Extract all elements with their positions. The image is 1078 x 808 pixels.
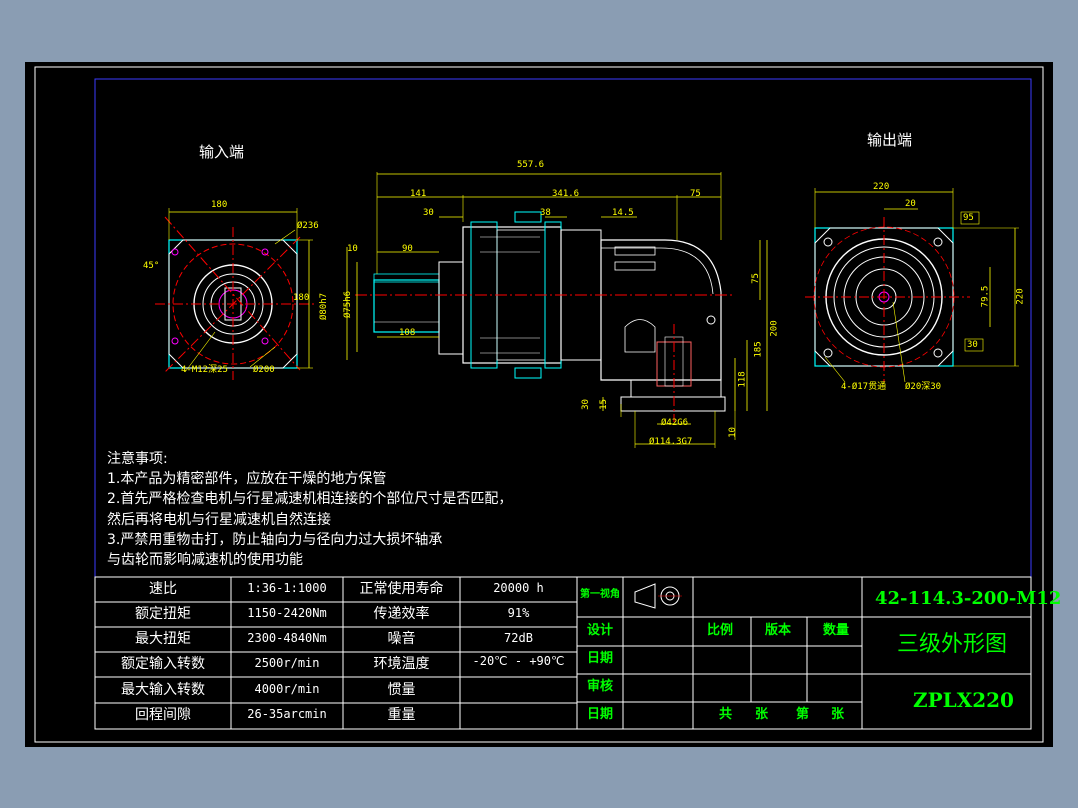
dim-v10: 10 [727,427,738,438]
dim-v15: 15 [598,399,609,410]
dim-108: 108 [399,328,416,338]
version-label: 版本 [765,623,792,638]
spec-row-3-label: 最大扭矩 [135,631,191,647]
dim-output-79-5: 79.5 [980,285,991,308]
spec-row-1-label: 速比 [149,581,177,597]
dim-output-holes: 4-Ø17贯通 [841,382,887,392]
spec-row-2-label2: 传递效率 [373,606,430,622]
view-angle-label: 第一视角 [580,589,620,600]
dim-input-d236: Ø236 [297,221,319,231]
dim-75: 75 [690,189,701,199]
model-name: ZPLX220 [913,688,1014,712]
spec-row-3-label2: 噪音 [387,631,416,647]
spec-row-1-value2: 20000 h [493,581,544,595]
spec-row-1-label2: 正常使用寿命 [359,581,444,597]
date-label-2: 日期 [587,707,614,722]
dim-v118: 118 [737,371,748,388]
technical-drawing [34,66,1044,743]
notes-title: 注意事项: [107,451,168,467]
dim-v75: 75 [750,273,761,284]
dim-v30: 30 [580,399,591,410]
input-end-label: 输入端 [199,143,245,161]
spec-row-2-value: 1150-2420Nm [247,606,327,620]
spec-row-6-label: 回程间隙 [135,707,191,723]
spec-row-3-value: 2300-4840Nm [247,631,327,645]
date-label-1: 日期 [587,651,614,666]
dim-d114: Ø114.3G7 [649,437,693,447]
dim-v200: 200 [769,320,780,337]
spec-row-2-value2: 91% [507,606,530,620]
sheets-unit-label-2: 张 [831,707,845,722]
spec-row-4-label: 额定输入转数 [121,656,205,672]
review-label: 审核 [587,679,614,694]
dim-input-d200: Ø200 [253,365,275,375]
outer-frame [34,66,1044,743]
spec-row-3-value2: 72dB [504,631,533,645]
dim-d42g6: Ø42G6 [661,418,689,428]
output-end-view [805,188,1019,383]
quantity-label: 数量 [823,623,850,638]
dim-output-220w: 220 [873,182,890,192]
title-block-grid [576,576,1032,730]
sheets-total-label: 共 [719,707,733,722]
main-side-view [346,172,768,448]
dim-341: 341.6 [552,189,580,199]
spec-row-5-label: 最大输入转数 [121,682,205,698]
dim-10: 10 [347,244,358,254]
drawing-title: 三级外形图 [897,632,1008,657]
note-line-3: 然后再将电机与行星减速机自然连接 [107,512,331,528]
spec-row-4-label2: 环境温度 [373,656,430,672]
dim-output-30: 30 [967,340,978,350]
dim-141: 141 [410,189,427,199]
sheet-no-label: 第 [796,707,810,722]
note-line-4: 3.严禁用重物击打，防止轴向力与径向力过大损坏轴承 [107,532,443,548]
dim-total-length: 557.6 [517,160,545,170]
dim-38: 38 [540,208,551,218]
dim-input-height: 180 [293,293,310,303]
dim-14-5: 14.5 [612,208,634,218]
spec-row-2-label: 额定扭矩 [135,606,191,622]
spec-row-4-value: 2500r/min [254,656,320,670]
dim-input-angle: 45° [143,261,160,271]
dim-d80h7: Ø80h7 [319,292,330,321]
sheets-unit-label-1: 张 [755,707,769,722]
spec-row-6-label2: 重量 [387,707,416,723]
dim-output-d20: Ø20深30 [905,382,942,392]
spec-row-1-value: 1:36-1:1000 [247,581,327,595]
spec-row-5-label2: 惯量 [387,682,416,698]
dim-output-220h: 220 [1015,288,1026,305]
dim-input-holes: 4-M12深25 [181,365,228,375]
spec-row-5-value: 4000r/min [254,682,320,696]
design-label: 设计 [587,623,614,638]
dim-input-width: 180 [211,200,228,210]
cad-drawing-sheet: 输入端 输出端 180 Ø236 180 45° 4-M12深25 Ø200 5… [25,62,1061,747]
note-line-2: 2.首先严格检查电机与行星减速机相连接的个部位尺寸是否匹配， [107,491,513,507]
dim-d75h6: Ø75h6 [343,290,354,319]
drawing-number: 42-114.3-200-M12 [875,588,1062,609]
dim-v185: 185 [753,341,764,358]
note-line-1: 1.本产品为精密部件，应放在干燥的地方保管 [107,471,387,487]
spec-row-4-value2: -20℃ - +90℃ [472,654,565,668]
dim-output-20: 20 [905,199,916,209]
dim-output-95: 95 [963,213,974,223]
input-end-view [155,208,315,380]
note-line-5: 与齿轮而影响减速机的使用功能 [107,552,303,568]
output-end-label: 输出端 [867,131,913,149]
dim-30: 30 [423,208,434,218]
dim-90: 90 [402,244,413,254]
scale-label: 比例 [707,623,734,638]
spec-row-6-value: 26-35arcmin [247,707,327,721]
